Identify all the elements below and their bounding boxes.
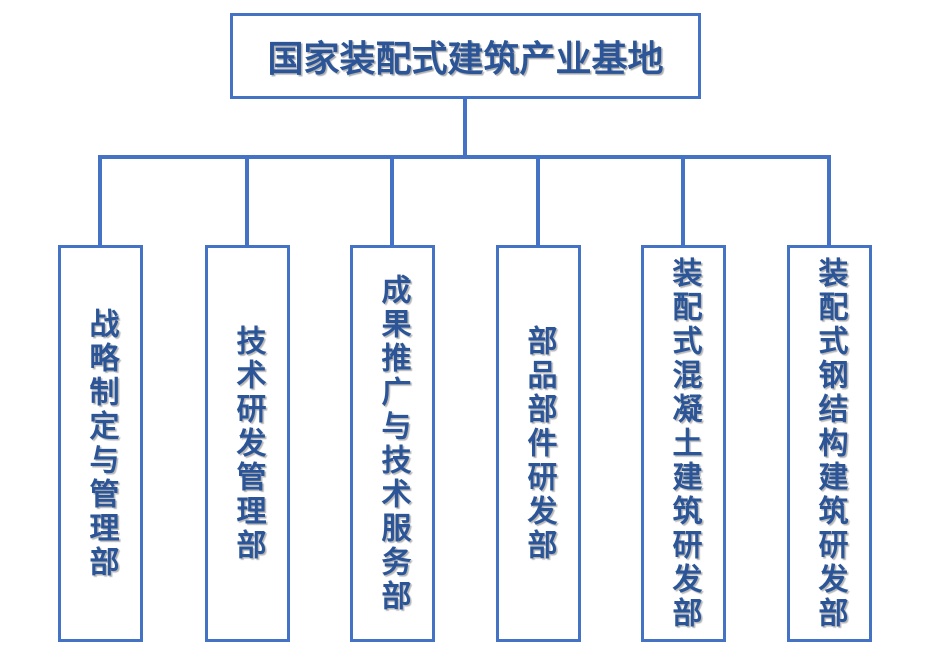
root-node: 国家装配式建筑产业基地 — [230, 13, 701, 99]
dept-node-label: 部品部件研发部 — [522, 324, 556, 563]
connector-drop-1 — [98, 157, 102, 245]
connector-drop-4 — [536, 157, 540, 245]
connector-drop-5 — [681, 157, 685, 245]
dept-node-label: 战略制定与管理部 — [84, 307, 118, 580]
connector-horizontal-bar — [98, 155, 831, 159]
connector-drop-6 — [827, 157, 831, 245]
dept-node-label: 装配式混凝土建筑研发部 — [667, 256, 701, 631]
dept-node-parts-components-rd: 部品部件研发部 — [496, 245, 581, 642]
dept-node-precast-concrete-rd: 装配式混凝土建筑研发部 — [641, 245, 726, 642]
connector-stem — [463, 99, 467, 158]
dept-node-label: 装配式钢结构建筑研发部 — [813, 256, 847, 631]
connector-drop-2 — [245, 157, 249, 245]
dept-node-tech-rd-management: 技术研发管理部 — [205, 245, 290, 642]
dept-node-steel-structure-rd: 装配式钢结构建筑研发部 — [787, 245, 872, 642]
dept-node-promotion-tech-services: 成果推广与技术服务部 — [350, 245, 435, 642]
dept-node-strategy-management: 战略制定与管理部 — [58, 245, 143, 642]
dept-node-label: 成果推广与技术服务部 — [376, 273, 410, 614]
dept-node-label: 技术研发管理部 — [231, 324, 265, 563]
connector-drop-3 — [390, 157, 394, 245]
root-node-label: 国家装配式建筑产业基地 — [267, 38, 664, 79]
